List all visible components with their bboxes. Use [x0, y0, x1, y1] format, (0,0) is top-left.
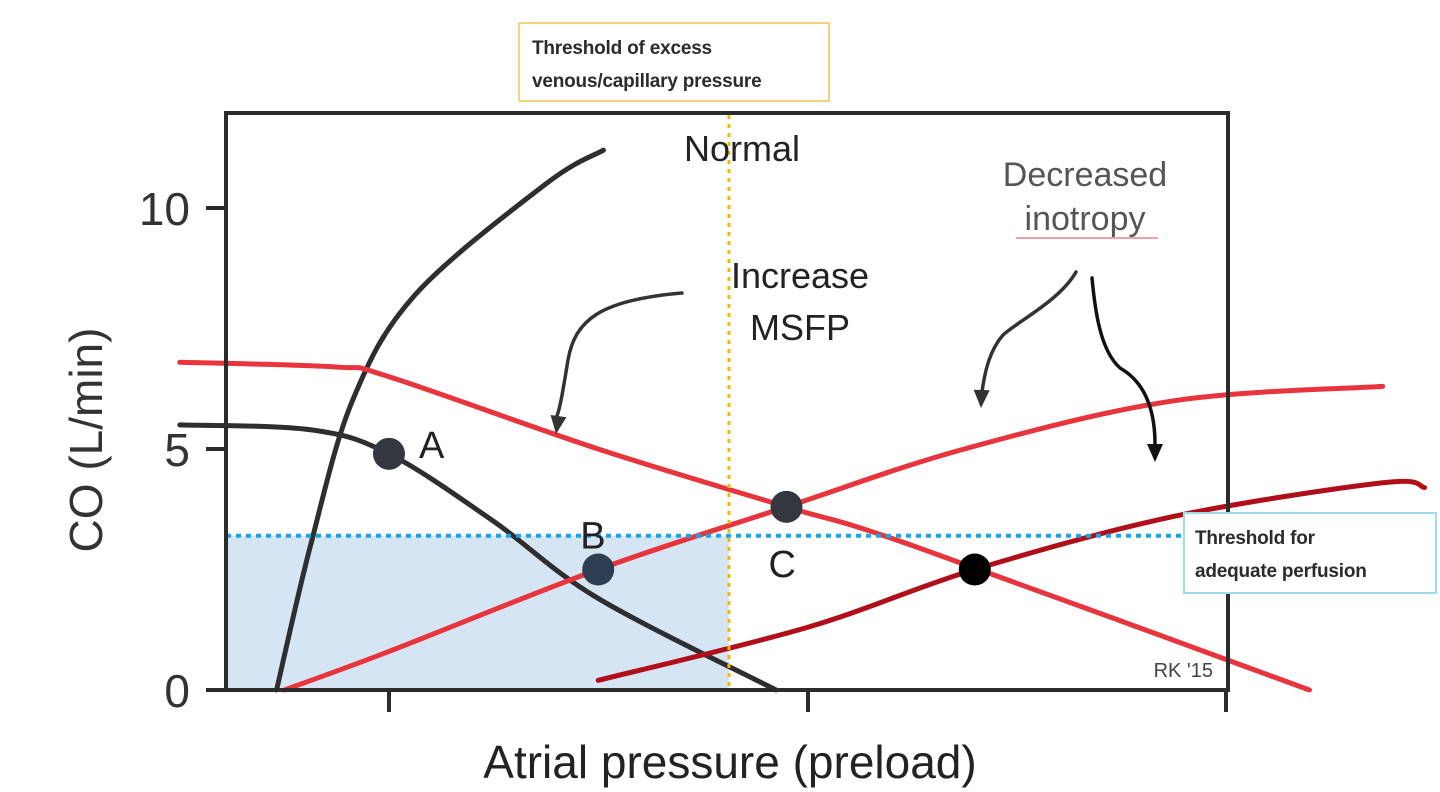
decreased-inotropy-label-line1: Decreased — [1003, 156, 1167, 194]
increase-msfp-arrow-head — [550, 415, 567, 434]
increase-msfp-label-line2: MSFP — [750, 307, 850, 348]
equilibrium-point-a — [373, 437, 405, 470]
decreased-inotropy-arrow-2 — [1090, 276, 1157, 446]
point-label-a: A — [419, 425, 445, 467]
perfusion-threshold-label: Threshold for adequate perfusion — [1183, 512, 1437, 594]
y-tick-label: 5 — [164, 424, 190, 476]
decreased-inotropy-label-line2: inotropy — [1025, 200, 1146, 238]
decreased-inotropy-arrow-1-head — [973, 389, 990, 408]
point-label-c: C — [768, 544, 795, 586]
plot-frame — [224, 111, 1230, 692]
y-tick-label: 10 — [139, 183, 190, 235]
perfusion-shade — [226, 535, 729, 690]
venous-threshold-label-line1: Threshold of excess — [532, 38, 712, 59]
venous-return-curve-normal — [177, 422, 779, 693]
decreased-inotropy-arrow-1 — [980, 270, 1078, 394]
perfusion-threshold-label-line2: adequate perfusion — [1195, 561, 1367, 582]
x-axis-label: Atrial pressure (preload) — [483, 736, 976, 788]
cardiac-function-curve-severely-decreased-inotropy — [595, 478, 1428, 683]
venous-threshold-label-line2: venous/capillary pressure — [532, 71, 762, 92]
venous-threshold-label: Threshold of excess venous/capillary pre… — [518, 22, 830, 102]
normal-cardiac-function-curve — [274, 147, 606, 693]
equilibrium-point-c — [770, 490, 803, 523]
credit-label: RK '15 — [1154, 660, 1213, 682]
y-tick-label: 0 — [164, 665, 190, 717]
venous-return-curve-increased-msfp — [177, 359, 1312, 693]
equilibrium-point-b — [582, 553, 615, 586]
increase-msfp-arrow — [554, 291, 684, 420]
point-label-b: B — [580, 516, 605, 558]
perfusion-threshold-label-line1: Threshold for — [1195, 528, 1315, 549]
increase-msfp-label-line1: Increase — [731, 255, 869, 296]
normal-label: Normal — [684, 128, 800, 169]
equilibrium-point-unlabeled — [958, 553, 991, 586]
decreased-inotropy-arrow-2-head — [1147, 444, 1163, 462]
y-axis-label: CO (L/min) — [60, 328, 112, 553]
